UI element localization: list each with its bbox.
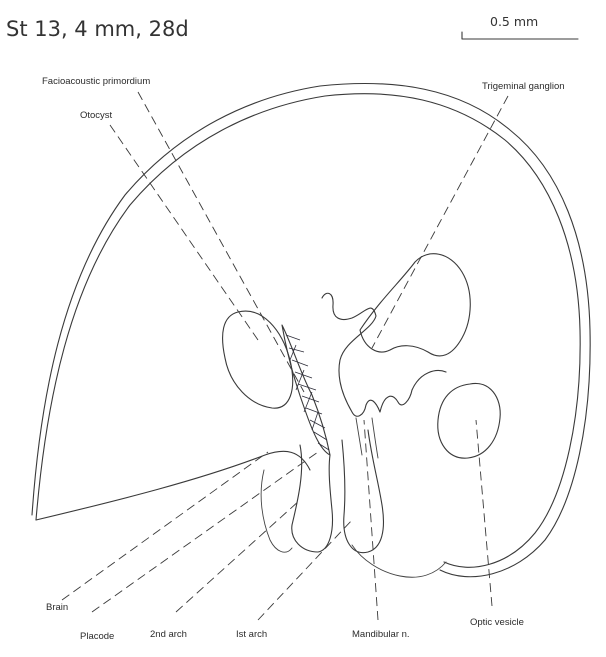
- head-outline: [32, 83, 590, 576]
- label-1st-arch: Ist arch: [236, 629, 267, 640]
- first-arch-shape: [342, 430, 383, 553]
- leader-1st-arch: [258, 520, 352, 620]
- label-mandibular-n: Mandibular n.: [352, 629, 410, 640]
- neck-contour: [261, 470, 292, 552]
- second-arch-shape: [292, 445, 333, 552]
- leader-otocyst: [110, 125, 258, 340]
- body-contour: [36, 451, 310, 520]
- stage-label: St 13, 4 mm, 28d: [6, 17, 189, 41]
- leader-optic: [476, 420, 492, 606]
- facioacoustic-shape: [282, 325, 330, 455]
- scale-bar: 0.5 mm: [462, 14, 578, 39]
- label-2nd-arch: 2nd arch: [150, 629, 187, 640]
- trigeminal-shape: [360, 254, 470, 356]
- optic-vesicle-shape: [438, 383, 500, 458]
- head-outline-inner: [36, 94, 580, 568]
- central-body: [322, 293, 446, 416]
- label-placode: Placode: [80, 631, 114, 642]
- leader-brain: [62, 452, 268, 600]
- face-contour: [352, 545, 446, 577]
- leader-trigeminal: [372, 96, 508, 348]
- leader-facioacoustic: [138, 92, 304, 392]
- scale-bar-label: 0.5 mm: [490, 14, 538, 29]
- label-trigeminal-ganglion: Trigeminal ganglion: [482, 81, 565, 92]
- label-facioacoustic-primordium: Facioacoustic primordium: [42, 76, 150, 87]
- label-optic-vesicle: Optic vesicle: [470, 617, 524, 628]
- label-brain: Brain: [46, 602, 68, 613]
- label-otocyst: Otocyst: [80, 110, 113, 121]
- mandibular-nerve-shape: [356, 418, 378, 458]
